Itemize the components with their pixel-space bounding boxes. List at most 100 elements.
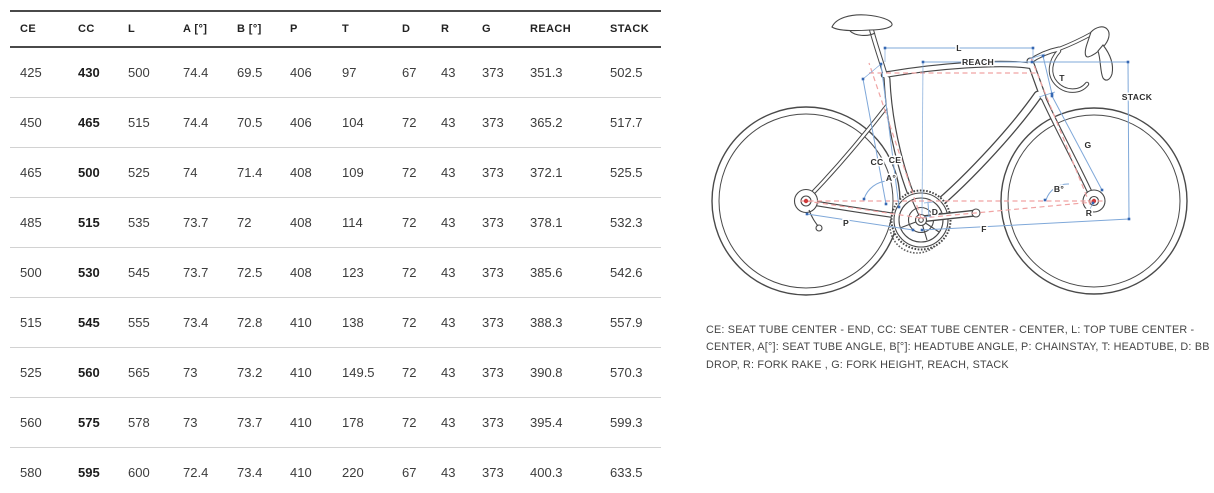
column-header: T bbox=[342, 11, 402, 48]
cell: 525 bbox=[128, 147, 183, 198]
cell: 373 bbox=[482, 447, 530, 493]
label-reach: REACH bbox=[962, 57, 994, 67]
label-p: P bbox=[843, 218, 849, 228]
cell: 390.8 bbox=[530, 347, 610, 398]
cell: 633.5 bbox=[610, 447, 661, 493]
cell: 220 bbox=[342, 447, 402, 493]
cell: 72 bbox=[402, 397, 441, 448]
cell: 557.9 bbox=[610, 297, 661, 348]
cell: 72 bbox=[402, 147, 441, 198]
cell: 123 bbox=[342, 247, 402, 298]
cell: 388.3 bbox=[530, 297, 610, 348]
cell: 72 bbox=[237, 197, 290, 248]
cell: 74 bbox=[183, 147, 237, 198]
cell: 70.5 bbox=[237, 97, 290, 148]
cell: 72 bbox=[402, 297, 441, 348]
cell: 408 bbox=[290, 197, 342, 248]
cell: 599.3 bbox=[610, 397, 661, 448]
cell: 373 bbox=[482, 247, 530, 298]
cell: 43 bbox=[441, 197, 482, 248]
saddle-rails bbox=[849, 30, 876, 36]
column-header: STACK bbox=[610, 11, 661, 48]
cell: 515 bbox=[128, 97, 183, 148]
cell: 69.5 bbox=[237, 47, 290, 98]
cell: 73 bbox=[183, 347, 237, 398]
cell: 595 bbox=[78, 447, 128, 493]
shifter-icon bbox=[1084, 26, 1114, 81]
cell: 410 bbox=[290, 397, 342, 448]
cell: 502.5 bbox=[610, 47, 661, 98]
saddle-icon bbox=[831, 14, 893, 32]
label-d: D bbox=[932, 207, 939, 217]
cell: 545 bbox=[78, 297, 128, 348]
cell: 372.1 bbox=[530, 147, 610, 198]
cell: 351.3 bbox=[530, 47, 610, 98]
cell: 365.2 bbox=[530, 97, 610, 148]
column-header: CC bbox=[78, 11, 128, 48]
cell: 515 bbox=[78, 197, 128, 248]
cell: 500 bbox=[78, 147, 128, 198]
column-header: R bbox=[441, 11, 482, 48]
label-stack: STACK bbox=[1122, 92, 1153, 102]
cell: 73.7 bbox=[237, 397, 290, 448]
label-r: R bbox=[1086, 208, 1093, 218]
cell: 373 bbox=[482, 97, 530, 148]
cell: 373 bbox=[482, 297, 530, 348]
cell: 73 bbox=[183, 397, 237, 448]
cell: 71.4 bbox=[237, 147, 290, 198]
cell: 114 bbox=[342, 197, 402, 248]
column-header: L bbox=[128, 11, 183, 48]
cell: 485 bbox=[10, 197, 78, 248]
cell: 373 bbox=[482, 347, 530, 398]
cell: 43 bbox=[441, 447, 482, 493]
cell: 545 bbox=[128, 247, 183, 298]
cell: 530 bbox=[78, 247, 128, 298]
cell: 406 bbox=[290, 97, 342, 148]
cell: 67 bbox=[402, 47, 441, 98]
cell: 542.6 bbox=[610, 247, 661, 298]
dimension-lines bbox=[806, 47, 1130, 231]
dimension-markers bbox=[805, 46, 1131, 232]
column-header: G bbox=[482, 11, 530, 48]
cell: 67 bbox=[402, 447, 441, 493]
cell: 73.7 bbox=[183, 197, 237, 248]
cell: 373 bbox=[482, 47, 530, 98]
cell: 425 bbox=[10, 47, 78, 98]
cell: 109 bbox=[342, 147, 402, 198]
cell: 72.5 bbox=[237, 247, 290, 298]
cell: 72.4 bbox=[183, 447, 237, 493]
bike-geometry-diagram: L REACH STACK T G CC CE A° B° D R P F bbox=[700, 0, 1214, 310]
cell: 578 bbox=[128, 397, 183, 448]
cell: 43 bbox=[441, 247, 482, 298]
cell: 74.4 bbox=[183, 97, 237, 148]
cell: 385.6 bbox=[530, 247, 610, 298]
cell: 378.1 bbox=[530, 197, 610, 248]
cell: 72 bbox=[402, 247, 441, 298]
geometry-axis-lines bbox=[800, 57, 1104, 219]
cell: 43 bbox=[441, 147, 482, 198]
cell: 430 bbox=[78, 47, 128, 98]
cell: 450 bbox=[10, 97, 78, 148]
cell: 410 bbox=[290, 347, 342, 398]
column-header: B [°] bbox=[237, 11, 290, 48]
cell: 465 bbox=[78, 97, 128, 148]
cell: 555 bbox=[128, 297, 183, 348]
column-header: A [°] bbox=[183, 11, 237, 48]
cell: 515 bbox=[10, 297, 78, 348]
cell: 72 bbox=[402, 347, 441, 398]
cell: 408 bbox=[290, 247, 342, 298]
cell: 500 bbox=[128, 47, 183, 98]
crankset-icon bbox=[889, 189, 981, 254]
label-a-angle: A° bbox=[886, 173, 897, 183]
cell: 138 bbox=[342, 297, 402, 348]
